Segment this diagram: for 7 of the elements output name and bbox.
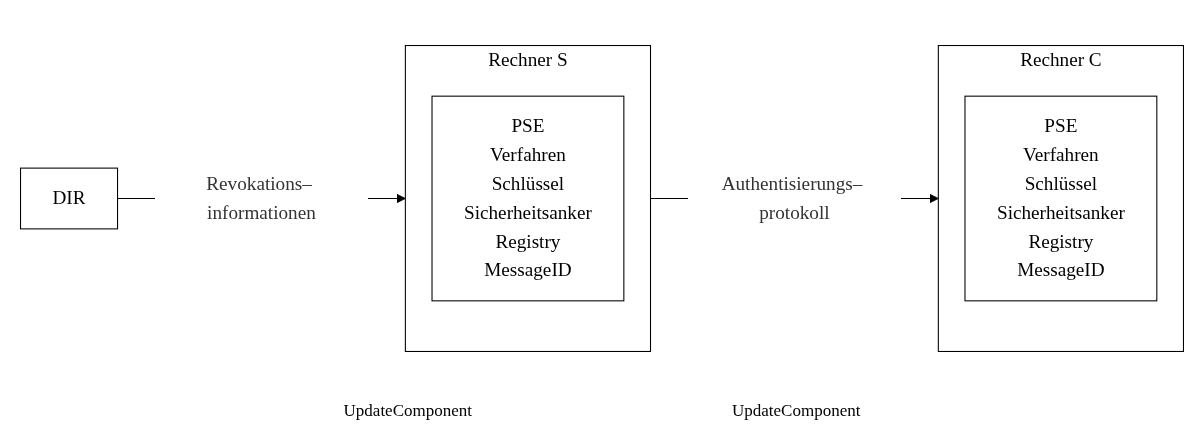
node-box: DIR (20, 167, 119, 230)
note-text: UpdateComponent (343, 401, 472, 421)
edge-label: Authentisierungs– protokoll (721, 172, 863, 224)
edge-label: Revokations– informationen (206, 172, 316, 224)
note-text: UpdateComponent (732, 401, 861, 421)
node-box: PSE Verfahren Schlüssel Sicherheitsanker Registry MessageID (431, 95, 625, 302)
node-box: PSE Verfahren Schlüssel Sicherheitsanker Registry MessageID (964, 95, 1158, 302)
